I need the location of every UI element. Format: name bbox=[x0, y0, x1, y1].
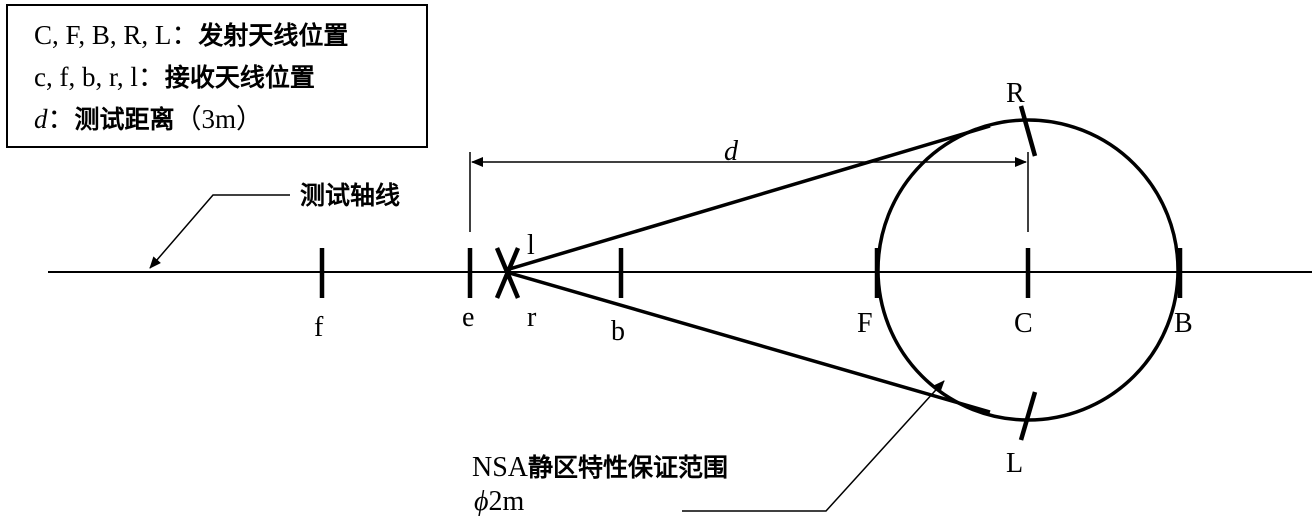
quiet-zone-diameter: ϕ2m bbox=[474, 486, 525, 517]
label-B: B bbox=[1174, 308, 1193, 339]
label-b: b bbox=[611, 316, 625, 347]
label-l: l bbox=[527, 230, 535, 261]
legend-transmit-key: C, F, B, R, L： bbox=[34, 20, 199, 50]
test-axis-leader bbox=[149, 194, 290, 269]
legend-distance-desc: 测试距离 bbox=[74, 105, 175, 134]
tick-R bbox=[1018, 105, 1038, 157]
receive-cross-line-2 bbox=[494, 247, 521, 299]
distance-label: d bbox=[724, 136, 739, 167]
test-axis-label: 测试轴线 bbox=[300, 181, 400, 210]
label-L: L bbox=[1006, 448, 1023, 479]
quiet-zone-diameter-value: 2m bbox=[489, 486, 525, 517]
quiet-zone-leader bbox=[682, 380, 945, 512]
label-R: R bbox=[1006, 78, 1025, 109]
label-r: r bbox=[527, 302, 537, 333]
quiet-zone-desc: 静区特性保证范围 bbox=[528, 453, 728, 482]
label-F: F bbox=[857, 308, 873, 339]
tick-L bbox=[1018, 391, 1038, 441]
tangent-line-lower bbox=[505, 270, 991, 414]
legend-receive-key: c, f, b, r, l： bbox=[34, 62, 165, 92]
tangent-line-upper bbox=[505, 124, 991, 272]
label-f: f bbox=[314, 312, 324, 343]
label-C: C bbox=[1014, 308, 1033, 339]
quiet-zone-diameter-symbol: ϕ bbox=[474, 486, 489, 517]
legend-distance-colon: ： bbox=[47, 104, 75, 134]
legend-transmit-desc: 发射天线位置 bbox=[198, 21, 349, 50]
legend-receive-line: c, f, b, r, l：接收天线位置 bbox=[34, 62, 315, 93]
legend-transmit-line: C, F, B, R, L：发射天线位置 bbox=[34, 20, 348, 51]
quiet-zone-prefix: NSA bbox=[472, 452, 529, 483]
legend-receive-desc: 接收天线位置 bbox=[164, 63, 315, 92]
label-e: e bbox=[462, 302, 474, 333]
quiet-zone-label: NSA静区特性保证范围 bbox=[472, 452, 728, 483]
legend-distance-value: （3m） bbox=[174, 104, 264, 134]
legend-distance-line: d：测试距离（3m） bbox=[34, 104, 263, 135]
legend-box: C, F, B, R, L：发射天线位置 c, f, b, r, l：接收天线位… bbox=[6, 4, 428, 148]
legend-distance-key: d bbox=[34, 104, 48, 134]
